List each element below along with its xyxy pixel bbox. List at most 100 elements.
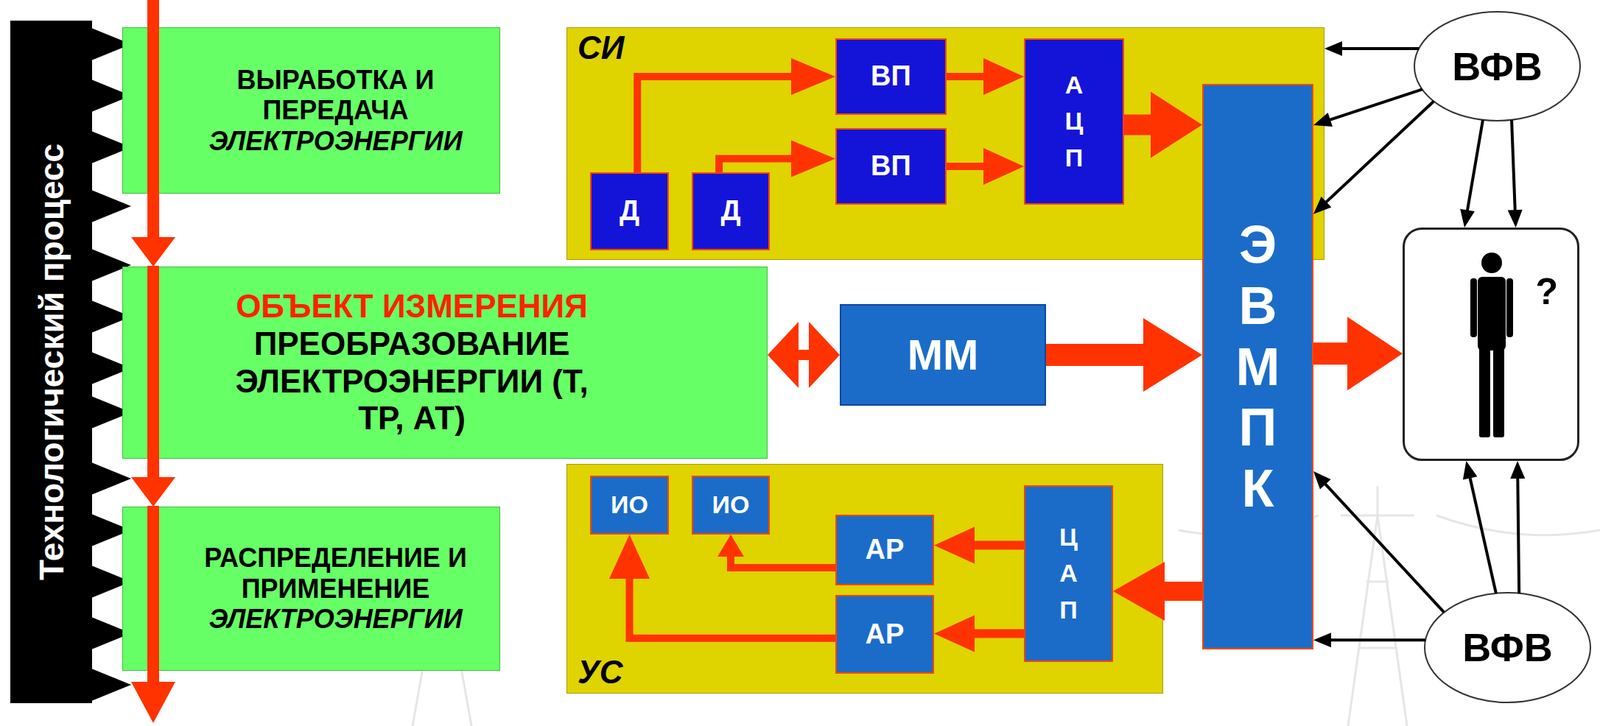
process-band: Технологический процесс bbox=[10, 20, 93, 704]
person-leg bbox=[1479, 346, 1491, 438]
node-label: Технологический процесс bbox=[31, 30, 71, 694]
arrow-shaft bbox=[730, 556, 836, 568]
stage-box: РАСПРЕДЕЛЕНИЕ И ПРИМЕНЕНИЕЭЛЕКТРОЭНЕРГИИ bbox=[122, 506, 501, 672]
arrowhead bbox=[131, 237, 176, 267]
person-icon bbox=[1470, 252, 1514, 438]
actuator-box: ИО bbox=[590, 475, 669, 535]
model-box: ММ bbox=[839, 304, 1047, 406]
node-label: ИО bbox=[610, 490, 649, 520]
flow-arrow bbox=[1124, 92, 1203, 159]
node-label: Э В М П К bbox=[1225, 214, 1290, 520]
regulator-box: АР bbox=[835, 595, 935, 675]
sensor-box: Д bbox=[691, 172, 770, 251]
arrowhead bbox=[1462, 461, 1478, 481]
arrow-shaft bbox=[1329, 89, 1423, 121]
flow-arrow bbox=[1313, 89, 1423, 127]
arrow-shaft bbox=[1517, 478, 1519, 594]
node-label: Д bbox=[720, 195, 741, 228]
arrow-shaft bbox=[147, 458, 160, 479]
flow-arrow bbox=[1324, 41, 1419, 56]
arrow-shaft bbox=[1313, 342, 1349, 365]
node-label: ЭЛЕКТРОЭНЕРГИИ bbox=[208, 604, 462, 635]
node-label: Д bbox=[619, 195, 640, 228]
factor-ellipse: ВФВ bbox=[1412, 10, 1582, 123]
arrow-shaft bbox=[629, 578, 837, 639]
arrowhead bbox=[791, 140, 836, 178]
flow-arrowhead bbox=[131, 682, 176, 724]
actuator-box: ИО bbox=[691, 475, 770, 535]
ellipse-shape bbox=[1424, 593, 1591, 703]
arrow-shaft bbox=[1325, 101, 1435, 203]
flow-arrow bbox=[1460, 120, 1483, 228]
arrow-shaft bbox=[946, 72, 985, 81]
band-tooth bbox=[91, 668, 132, 702]
arrowhead bbox=[791, 58, 836, 96]
regulator-box: АР bbox=[835, 514, 935, 586]
band-tooth bbox=[91, 462, 132, 496]
node-label: ВП bbox=[870, 150, 912, 183]
node-label: ПРЕОБРАЗОВАНИЕ ЭЛЕКТРОЭНЕРГИИ (Т, ТР, АТ… bbox=[234, 325, 589, 438]
flow-arrow bbox=[767, 321, 840, 389]
flow-arrow bbox=[946, 58, 1024, 96]
flow-arrow bbox=[934, 615, 1024, 653]
flow-arrow bbox=[1313, 471, 1444, 613]
flow-shaft bbox=[147, 265, 160, 460]
sensor-box: Д bbox=[590, 172, 669, 251]
node-label: ВЫРАБОТКА И ПЕРЕДАЧА bbox=[181, 64, 490, 126]
arrow-shaft bbox=[1469, 477, 1496, 594]
arrowhead bbox=[1507, 209, 1523, 228]
flow-arrow bbox=[1113, 562, 1203, 621]
flow-arrow bbox=[946, 148, 1024, 185]
dac-box: Ц А П bbox=[1023, 485, 1114, 663]
node-label: ИО bbox=[712, 490, 750, 520]
node-label: ЭЛЕКТРОЭНЕРГИИ bbox=[208, 125, 462, 157]
object-box: ОБЪЕКТ ИЗМЕРЕНИЯПРЕОБРАЗОВАНИЕ ЭЛЕКТРОЭН… bbox=[122, 266, 768, 459]
ellipse-shape bbox=[1414, 11, 1581, 121]
arrowhead bbox=[983, 148, 1024, 185]
arrowhead bbox=[1313, 112, 1333, 127]
converter-box: ВП bbox=[835, 128, 947, 205]
arrow-shaft bbox=[1341, 47, 1419, 51]
arrowhead bbox=[767, 321, 799, 389]
flow-arrow bbox=[1510, 461, 1525, 594]
flow-shaft bbox=[147, 506, 160, 684]
arrowhead bbox=[1313, 471, 1332, 490]
flow-arrow bbox=[1462, 461, 1497, 594]
node-label: АР bbox=[865, 618, 905, 652]
arrowhead bbox=[1143, 318, 1203, 392]
arrowhead bbox=[1460, 209, 1475, 228]
node-label: ВФВ bbox=[1462, 624, 1553, 671]
arrowhead bbox=[1113, 562, 1165, 621]
flow-arrow bbox=[717, 534, 836, 568]
node-label: ММ bbox=[907, 330, 980, 381]
arrow-shaft bbox=[946, 162, 985, 171]
band-tooth bbox=[91, 190, 132, 223]
flow-arrow bbox=[1046, 318, 1203, 392]
node-label: УС bbox=[577, 654, 624, 692]
arrowhead bbox=[1347, 316, 1403, 391]
arrowhead bbox=[808, 321, 840, 389]
stage-box: ВЫРАБОТКА И ПЕРЕДАЧАЭЛЕКТРОЭНЕРГИИ bbox=[122, 27, 501, 194]
arrow-shaft bbox=[147, 193, 160, 238]
node-label: ВФВ bbox=[1451, 43, 1543, 90]
person-leg bbox=[1493, 346, 1505, 438]
arrow-shaft bbox=[1046, 344, 1145, 367]
pylon-outline bbox=[1340, 486, 1415, 726]
flow-arrow bbox=[1507, 120, 1523, 228]
arrowhead bbox=[1324, 41, 1343, 56]
node-label: РАСПРЕДЕЛЕНИЕ И ПРИМЕНЕНИЕ bbox=[181, 542, 490, 605]
arrow-shaft bbox=[973, 629, 1024, 639]
person-arm bbox=[1470, 278, 1477, 338]
flow-arrow bbox=[934, 527, 1024, 565]
computer-box: Э В М П К bbox=[1202, 83, 1314, 650]
arrowhead bbox=[1510, 461, 1525, 479]
flow-arrow bbox=[1313, 316, 1403, 391]
process-flow-arrow bbox=[147, 0, 160, 684]
person-head bbox=[1481, 252, 1503, 274]
arrowhead bbox=[1150, 92, 1203, 159]
arrow-shaft bbox=[1330, 638, 1426, 642]
arrow-shaft bbox=[973, 541, 1024, 551]
person-arm bbox=[1506, 278, 1514, 338]
arrowhead bbox=[934, 615, 975, 653]
